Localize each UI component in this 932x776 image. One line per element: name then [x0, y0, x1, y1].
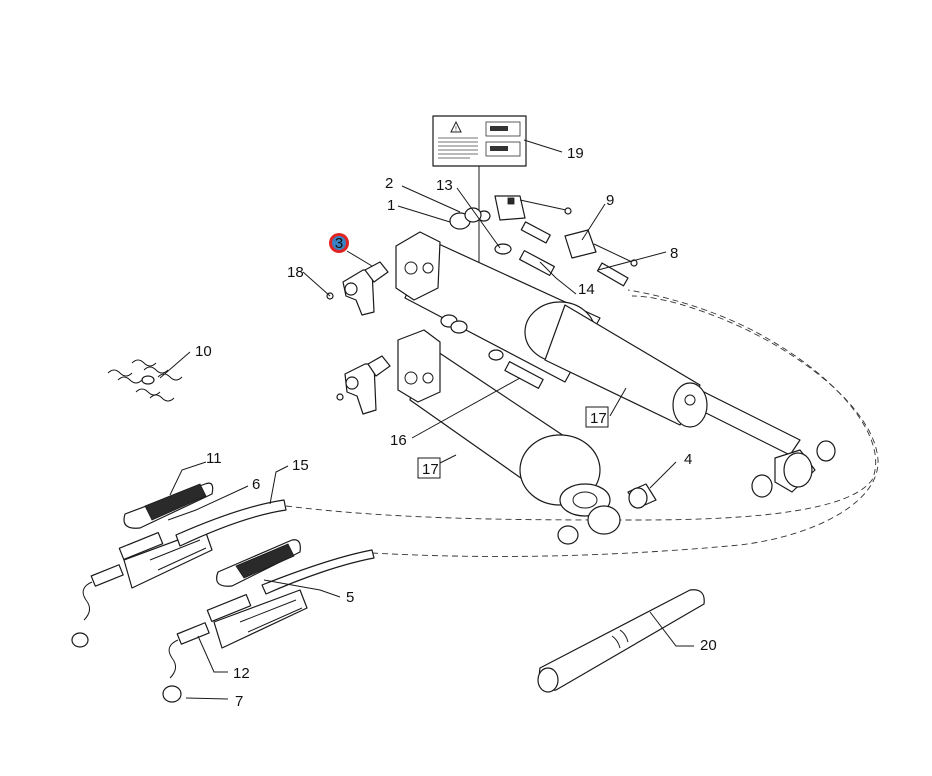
highlight-label: 3: [335, 235, 343, 252]
callout-10[interactable]: 10: [195, 343, 212, 360]
callout-11[interactable]: 11: [206, 450, 222, 467]
callout-13[interactable]: 13: [436, 177, 453, 194]
upper-valve-13: [494, 195, 572, 221]
bush-4: [627, 483, 657, 509]
callout-7[interactable]: 7: [235, 693, 243, 710]
svg-text:!: !: [455, 126, 457, 133]
dust-cap-7: [162, 639, 182, 703]
callout-16[interactable]: 16: [390, 432, 407, 449]
warning-decal: !: [432, 115, 527, 167]
fitting-16: [488, 349, 544, 389]
upper-valve-9: [564, 229, 638, 287]
pin-bracket-3: [326, 261, 389, 316]
callout-numbers: 19 2 13 1 9 8 18 14 10 17 16 17 4 11 15 …: [195, 145, 717, 710]
callout-12[interactable]: 12: [233, 665, 250, 682]
callout-17-box-b: [417, 457, 441, 479]
handle-body-lower: [176, 589, 308, 649]
hose-15: [175, 499, 375, 595]
fitting-14: [477, 210, 555, 276]
callout-4[interactable]: 4: [684, 451, 692, 468]
grip-5: [216, 539, 301, 587]
lower-cylinder: [397, 314, 621, 545]
callout-19[interactable]: 19: [567, 145, 584, 162]
callout-20[interactable]: 20: [700, 637, 717, 654]
leader-lines: [159, 139, 694, 700]
callout-8[interactable]: 8: [670, 245, 678, 262]
callout-2[interactable]: 2: [385, 175, 393, 192]
pipe-20: [537, 589, 705, 693]
callout-15[interactable]: 15: [292, 457, 309, 474]
seals-1-2: [449, 207, 482, 230]
grip-11: [123, 482, 214, 529]
handle-body-upper: [90, 529, 213, 589]
callout-1[interactable]: 1: [387, 197, 395, 214]
callout-17-a[interactable]: 17: [590, 410, 607, 427]
callout-6[interactable]: 6: [252, 476, 260, 493]
upper-cylinder: [395, 231, 836, 498]
pin-bracket-lower: [336, 355, 391, 415]
callout-17-b[interactable]: 17: [422, 461, 439, 478]
callout-9[interactable]: 9: [606, 192, 614, 209]
callout-18[interactable]: 18: [287, 264, 304, 281]
dust-cap-upper: [71, 581, 93, 648]
callout-5[interactable]: 5: [346, 589, 354, 606]
hose-routing-dashes: [285, 289, 879, 557]
callout-17-box-a: [585, 406, 609, 428]
callout-14[interactable]: 14: [578, 281, 595, 298]
clips-10: [107, 359, 183, 402]
highlight-marker[interactable]: 3: [329, 233, 349, 253]
